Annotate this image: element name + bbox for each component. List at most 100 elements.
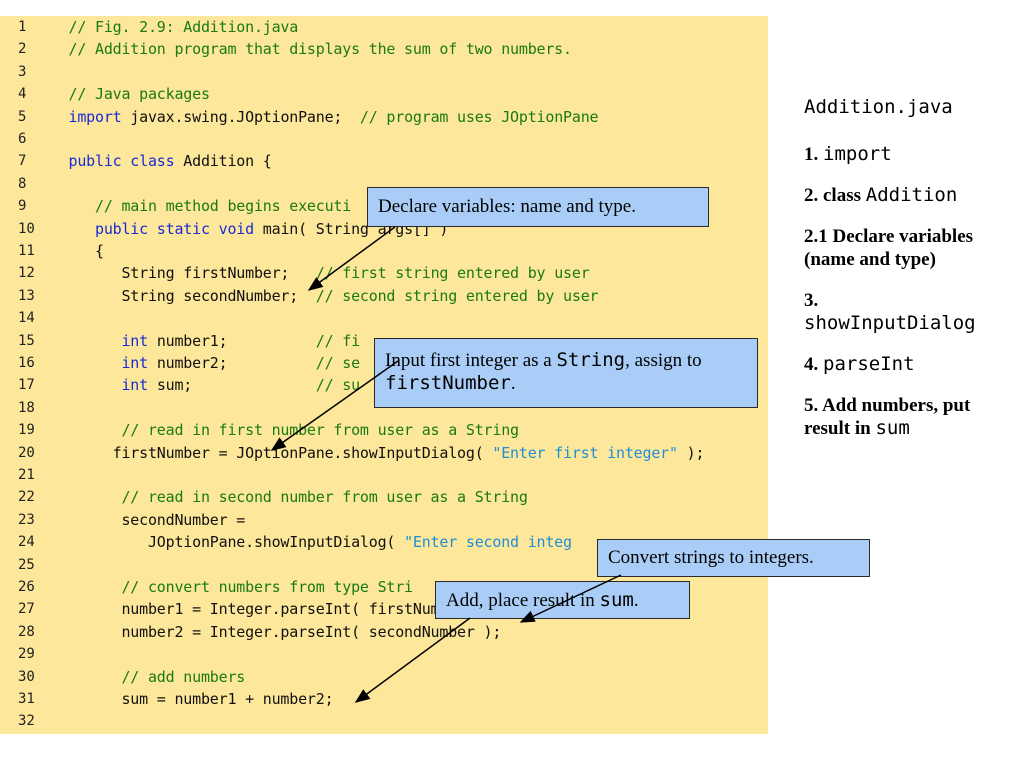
code-line: 10 public static void main( String args[…: [0, 218, 750, 241]
code-token-string: "Enter first integer": [492, 443, 678, 462]
code-token-comment: // second string entered by user: [315, 286, 599, 305]
line-number: 11: [18, 243, 35, 259]
code-line: 8: [0, 173, 750, 196]
outline-item-add: 5. Add numbers, put result in sum: [804, 395, 971, 439]
line-number: 31: [18, 691, 35, 707]
line-number: 3: [18, 63, 27, 80]
code-token-plain: javax.swing.JOptionPane;: [121, 107, 360, 126]
code-line: 22 // read in second number from user as…: [0, 486, 750, 509]
code-token-keyword: int: [42, 331, 148, 350]
code-token-plain: {: [42, 242, 104, 260]
code-token-comment: // Addition program that displays the su…: [42, 40, 572, 59]
line-number: 25: [18, 556, 35, 573]
line-number: 9: [18, 198, 27, 215]
code-token-comment: // read in second number from user as a …: [42, 488, 528, 507]
code-text: {: [42, 240, 104, 263]
line-number: 7: [18, 153, 27, 170]
line-number: 4: [18, 86, 27, 103]
line-number: 27: [18, 601, 35, 618]
line-number: 1: [18, 19, 27, 35]
code-text: import javax.swing.JOptionPane; // progr…: [42, 106, 598, 129]
callout-declare-variables: Declare variables: name and type.: [367, 187, 709, 227]
code-text: // add numbers: [42, 666, 245, 689]
code-text: int number2; // se: [42, 352, 360, 375]
code-token-plain: sum;: [147, 376, 316, 395]
code-token-comment: // read in first number from user as a S…: [42, 421, 519, 440]
code-text: number1 = Integer.parseInt( firstNumber …: [42, 598, 492, 621]
code-token-comment: // main method begins executi: [42, 197, 352, 216]
code-line: 30 // add numbers: [0, 666, 750, 689]
code-token-comment: // Fig. 2.9: Addition.java: [42, 18, 299, 36]
code-text: secondNumber =: [42, 509, 245, 532]
code-text: String secondNumber; // second string en…: [42, 285, 598, 308]
code-text: JOptionPane.showInputDialog( "Enter seco…: [42, 531, 572, 554]
code-line: 15 int number1; // fi: [0, 330, 750, 353]
line-number: 8: [18, 175, 27, 192]
code-token-plain: JOptionPane.showInputDialog(: [42, 533, 405, 552]
code-token-plain: firstNumber = JOptionPane.showInputDialo…: [42, 443, 493, 462]
code-text: // Fig. 2.9: Addition.java: [42, 16, 298, 39]
line-number: 15: [18, 332, 35, 349]
code-line: 25: [0, 554, 750, 577]
slide-outline: Addition.java 1. import 2. class Additio…: [804, 96, 1014, 458]
outline-item-declare: 2.1 Declare variables (name and type): [804, 226, 974, 270]
line-number: 21: [18, 467, 35, 483]
code-line: 3: [0, 61, 750, 84]
code-text: int sum; // su: [42, 374, 360, 397]
callout-add-result: Add, place result in sum.: [435, 581, 690, 619]
line-number: 14: [18, 310, 35, 327]
code-text: // read in second number from user as a …: [42, 486, 528, 509]
code-line: 32: [0, 710, 750, 733]
outline-item-import: 1. import: [804, 143, 892, 165]
code-text: number2 = Integer.parseInt( secondNumber…: [42, 621, 501, 644]
line-number: 32: [18, 713, 35, 730]
code-line: 24 JOptionPane.showInputDialog( "Enter s…: [0, 531, 750, 554]
code-token-keyword: public class: [42, 152, 175, 171]
code-text: // Java packages: [42, 83, 210, 106]
code-line: 26 // convert numbers from type Stri: [0, 576, 750, 599]
code-token-plain: number2 = Integer.parseInt( secondNumber…: [42, 622, 502, 641]
line-number: 24: [18, 534, 35, 551]
code-text: // main method begins executi: [42, 195, 351, 218]
code-line: 23 secondNumber =: [0, 509, 750, 532]
code-token-comment: // se: [315, 354, 360, 372]
code-token-plain: secondNumber =: [42, 510, 246, 529]
line-number: 29: [18, 646, 35, 663]
code-line: 12 String firstNumber; // first string e…: [0, 262, 750, 285]
code-token-plain: String firstNumber;: [42, 264, 316, 283]
line-number: 26: [18, 579, 35, 595]
code-token-comment: // first string entered by user: [315, 264, 590, 283]
outline-item-showinputdialog: 3.showInputDialog: [804, 290, 976, 334]
code-text: public class Addition {: [42, 150, 272, 173]
code-line: 2 // Addition program that displays the …: [0, 38, 750, 61]
line-number: 30: [18, 668, 35, 685]
code-token-keyword: public static void: [42, 219, 254, 238]
code-text: String firstNumber; // first string ente…: [42, 262, 590, 285]
code-token-comment: // su: [315, 376, 360, 395]
code-text: // read in first number from user as a S…: [42, 419, 519, 442]
code-line: 13 String secondNumber; // second string…: [0, 285, 750, 308]
code-line: 19 // read in first number from user as …: [0, 419, 750, 442]
code-text: int number1; // fi: [42, 330, 360, 353]
code-token-comment: // fi: [315, 331, 360, 350]
line-number: 10: [18, 220, 35, 237]
outline-filename: Addition.java: [804, 96, 953, 118]
line-number: 20: [18, 444, 35, 461]
code-text: sum = number1 + number2;: [42, 688, 333, 711]
line-number: 28: [18, 623, 35, 640]
code-line: 7 public class Addition {: [0, 150, 750, 173]
line-number: 23: [18, 511, 35, 528]
code-line: 28 number2 = Integer.parseInt( secondNum…: [0, 621, 750, 644]
line-number: 18: [18, 399, 35, 416]
code-token-string: "Enter second integ: [404, 533, 572, 552]
code-line: 27 number1 = Integer.parseInt( firstNumb…: [0, 598, 750, 621]
code-line: 14: [0, 307, 750, 330]
line-number: 13: [18, 287, 35, 304]
code-token-plain: number2;: [147, 354, 316, 372]
callout-input-first-integer: Input first integer as a String, assign …: [374, 338, 758, 408]
code-token-comment: // program uses JOptionPane: [359, 107, 599, 126]
code-token-keyword: int: [42, 376, 148, 395]
code-token-plain: sum = number1 + number2;: [42, 690, 334, 708]
code-token-plain: Addition {: [174, 152, 272, 171]
code-token-plain: number1 = Integer.parseInt( firstNumber …: [42, 600, 493, 619]
